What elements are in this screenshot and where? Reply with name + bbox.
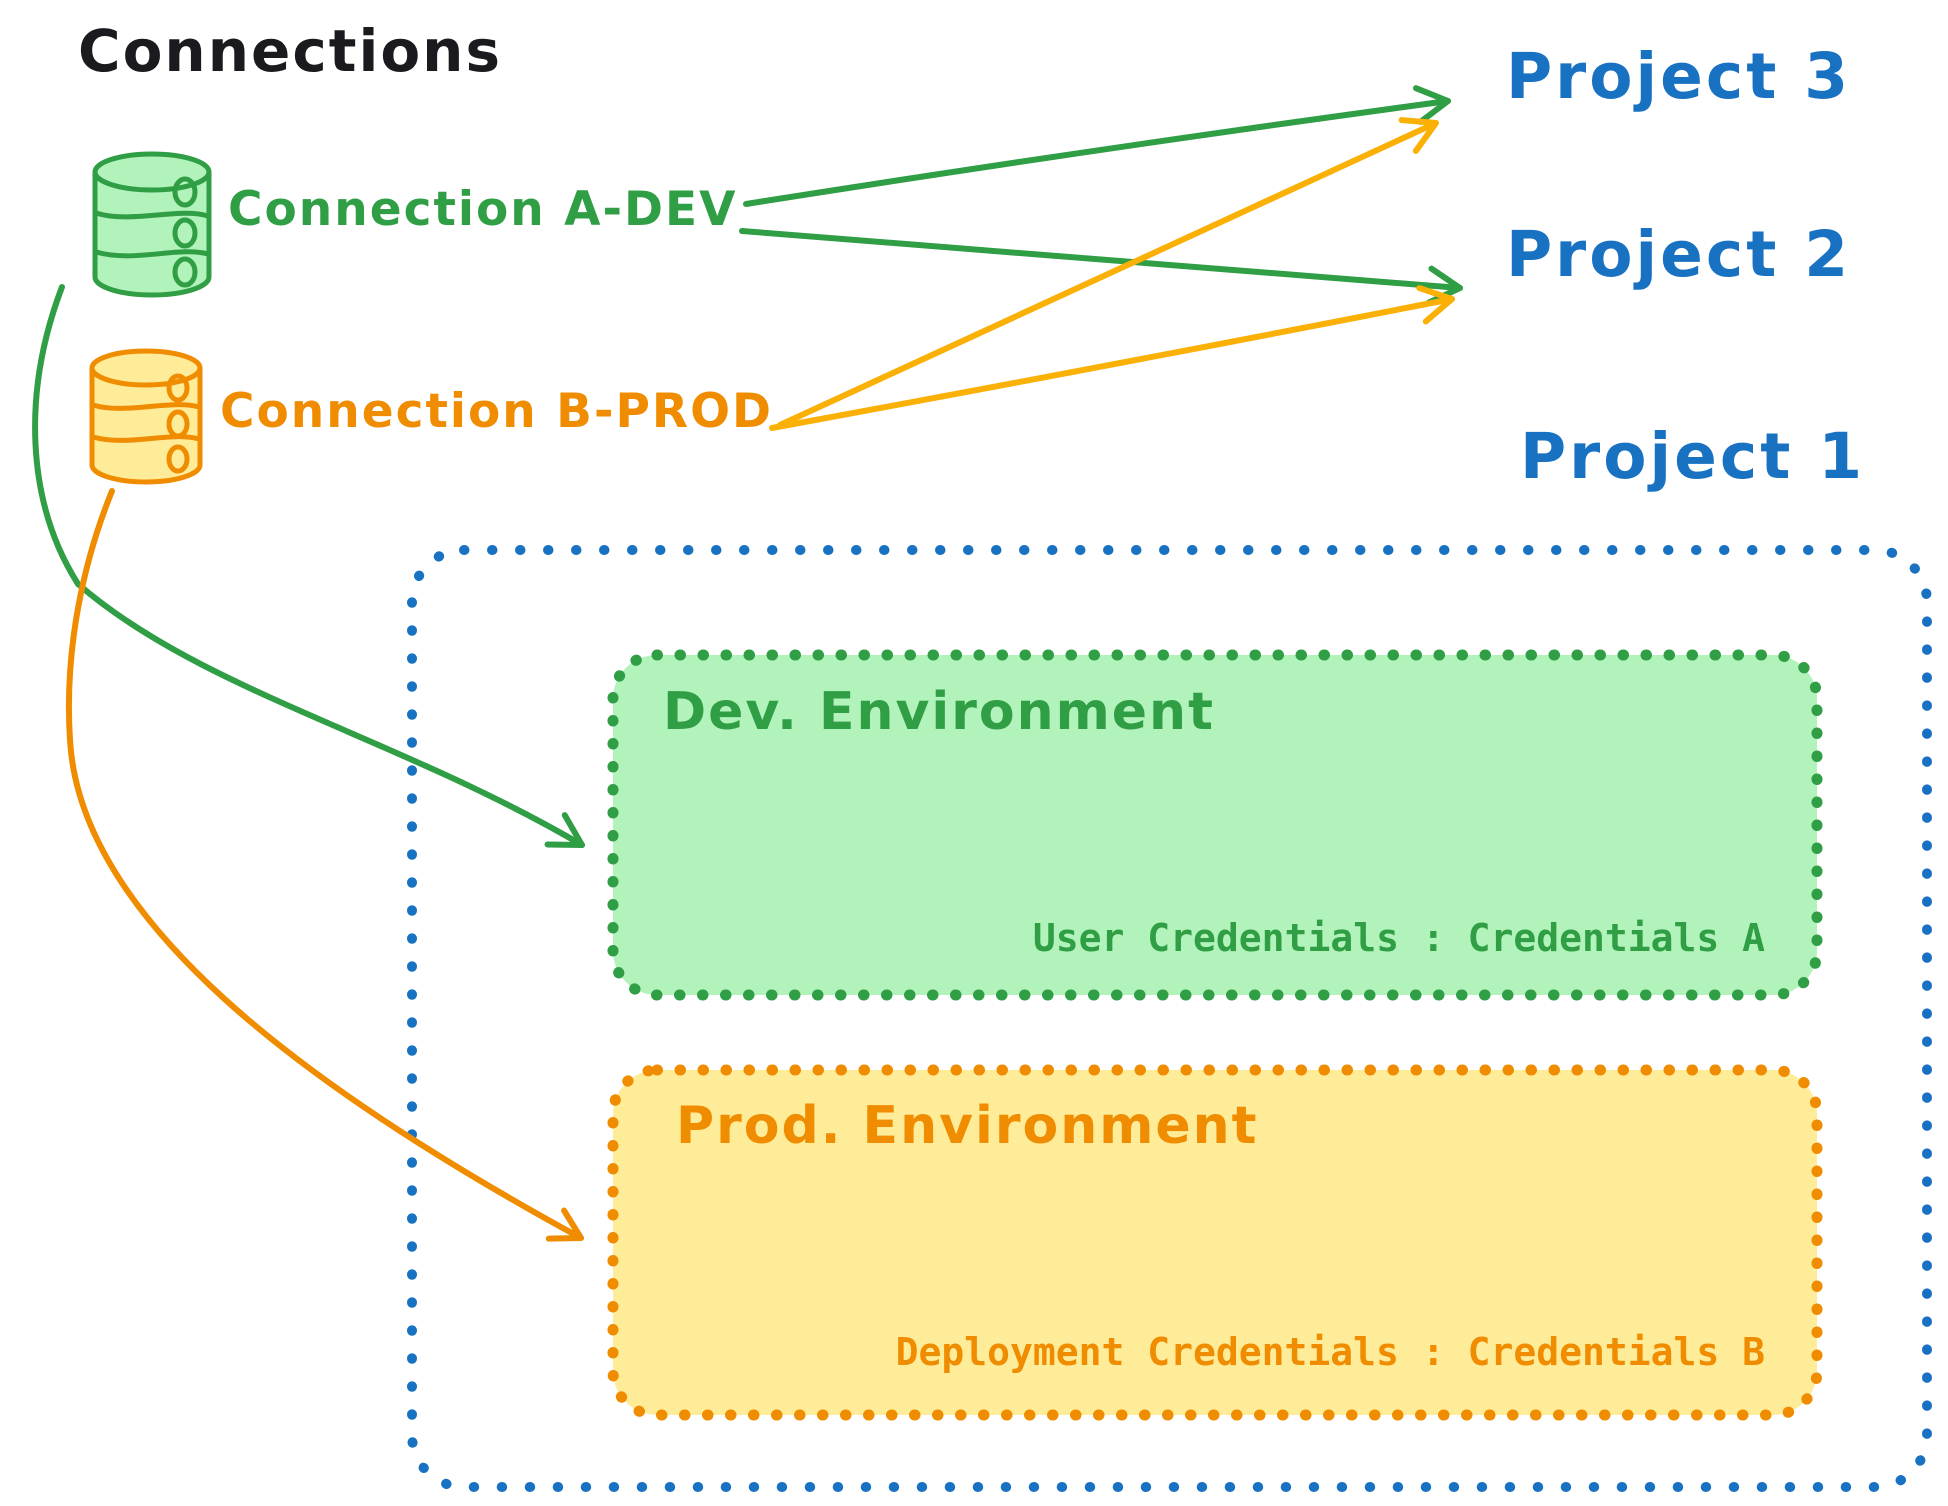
dev-environment-box [607,649,1823,1001]
dev-environment-title: Dev. Environment [663,682,1215,742]
arrow-b-prod-to-project2 [769,285,1455,431]
arrow-b-prod-to-project3 [777,117,1439,428]
connection-a-dev-label: Connection A-DEV [228,182,738,237]
arrow-a-dev-to-project3 [743,85,1451,207]
project-3-label: Project 3 [1506,40,1852,113]
dev-environment-credentials: User Credentials : Credentials A [1032,916,1765,960]
project-2-label: Project 2 [1506,218,1852,291]
arrow-b-prod-to-prod-environment [65,488,584,1242]
project1-container-box [407,545,1932,1492]
prod-environment-box [607,1064,1823,1421]
project-1-label: Project 1 [1520,420,1866,493]
diagram-title: Connections [78,17,502,85]
prod-environment-title: Prod. Environment [676,1096,1259,1156]
prod-environment-credentials: Deployment Credentials : Credentials B [895,1330,1765,1374]
connection-b-prod-label: Connection B-PROD [220,384,774,439]
database-icon-prod [89,348,203,485]
database-icon-dev [92,151,212,298]
arrow-a-dev-to-dev-environment [32,284,585,848]
arrow-a-dev-to-project2 [739,228,1463,306]
